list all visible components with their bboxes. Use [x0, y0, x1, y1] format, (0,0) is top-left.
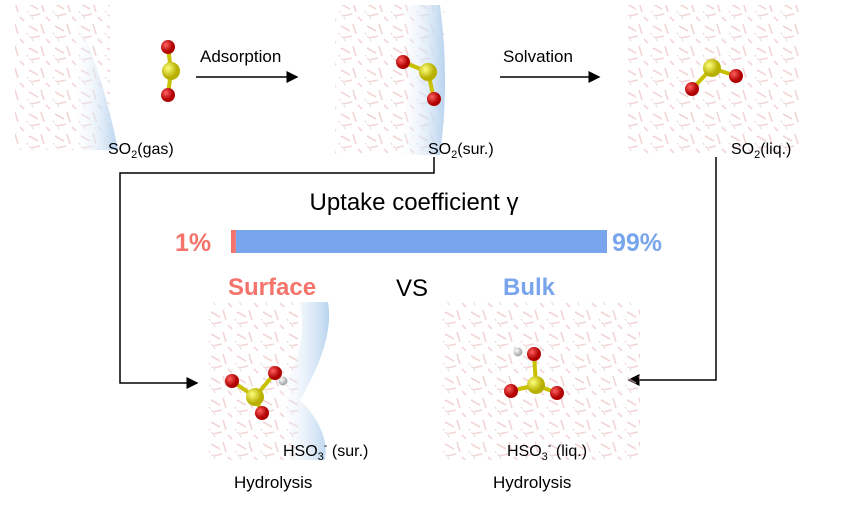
surface-label: Surface — [228, 274, 316, 301]
so2-molecule — [396, 55, 441, 106]
so2-molecule — [161, 40, 180, 102]
water-background — [628, 5, 800, 155]
adsorption-label: Adsorption — [200, 47, 281, 66]
bulk-hydrolysis-arrow — [627, 157, 717, 386]
so2-molecule — [685, 59, 743, 96]
so2-gas-label: SO2(gas) — [108, 141, 174, 161]
liquid-panel: SO2(liq.) — [628, 5, 800, 161]
uptake-title: Uptake coefficient γ — [309, 189, 518, 216]
hydrolysis-surface-label: Hydrolysis — [234, 473, 312, 492]
surface-bar — [231, 230, 236, 253]
so2-liq-label: SO2(liq.) — [731, 141, 791, 161]
water-surface — [275, 302, 330, 460]
solvation-label: Solvation — [503, 47, 573, 66]
so2-sur-label: SO2(sur.) — [428, 141, 494, 161]
water-surface — [395, 5, 445, 155]
bulk-product-panel: HSO3- (liq.) Hydrolysis — [440, 302, 640, 492]
vs-label: VS — [396, 275, 428, 302]
gas-panel: SO2(gas) — [15, 5, 180, 161]
surface-product-panel: HSO3- (sur.) Hydrolysis — [208, 302, 368, 492]
surface-hydrolysis-arrow — [119, 157, 435, 389]
surface-percent: 1% — [175, 229, 211, 257]
hso3-molecule — [225, 366, 288, 420]
water-surface — [70, 5, 118, 150]
bulk-bar — [235, 230, 607, 253]
bulk-label: Bulk — [503, 274, 556, 301]
hso3-liq-label: HSO3- (liq.) — [507, 440, 587, 463]
hso3-sur-label: HSO3- (sur.) — [283, 440, 368, 463]
bulk-percent: 99% — [612, 229, 662, 257]
surface-panel: SO2(sur.) — [335, 5, 494, 161]
hydrolysis-bulk-label: Hydrolysis — [493, 473, 571, 492]
hso3-molecule — [504, 347, 564, 400]
